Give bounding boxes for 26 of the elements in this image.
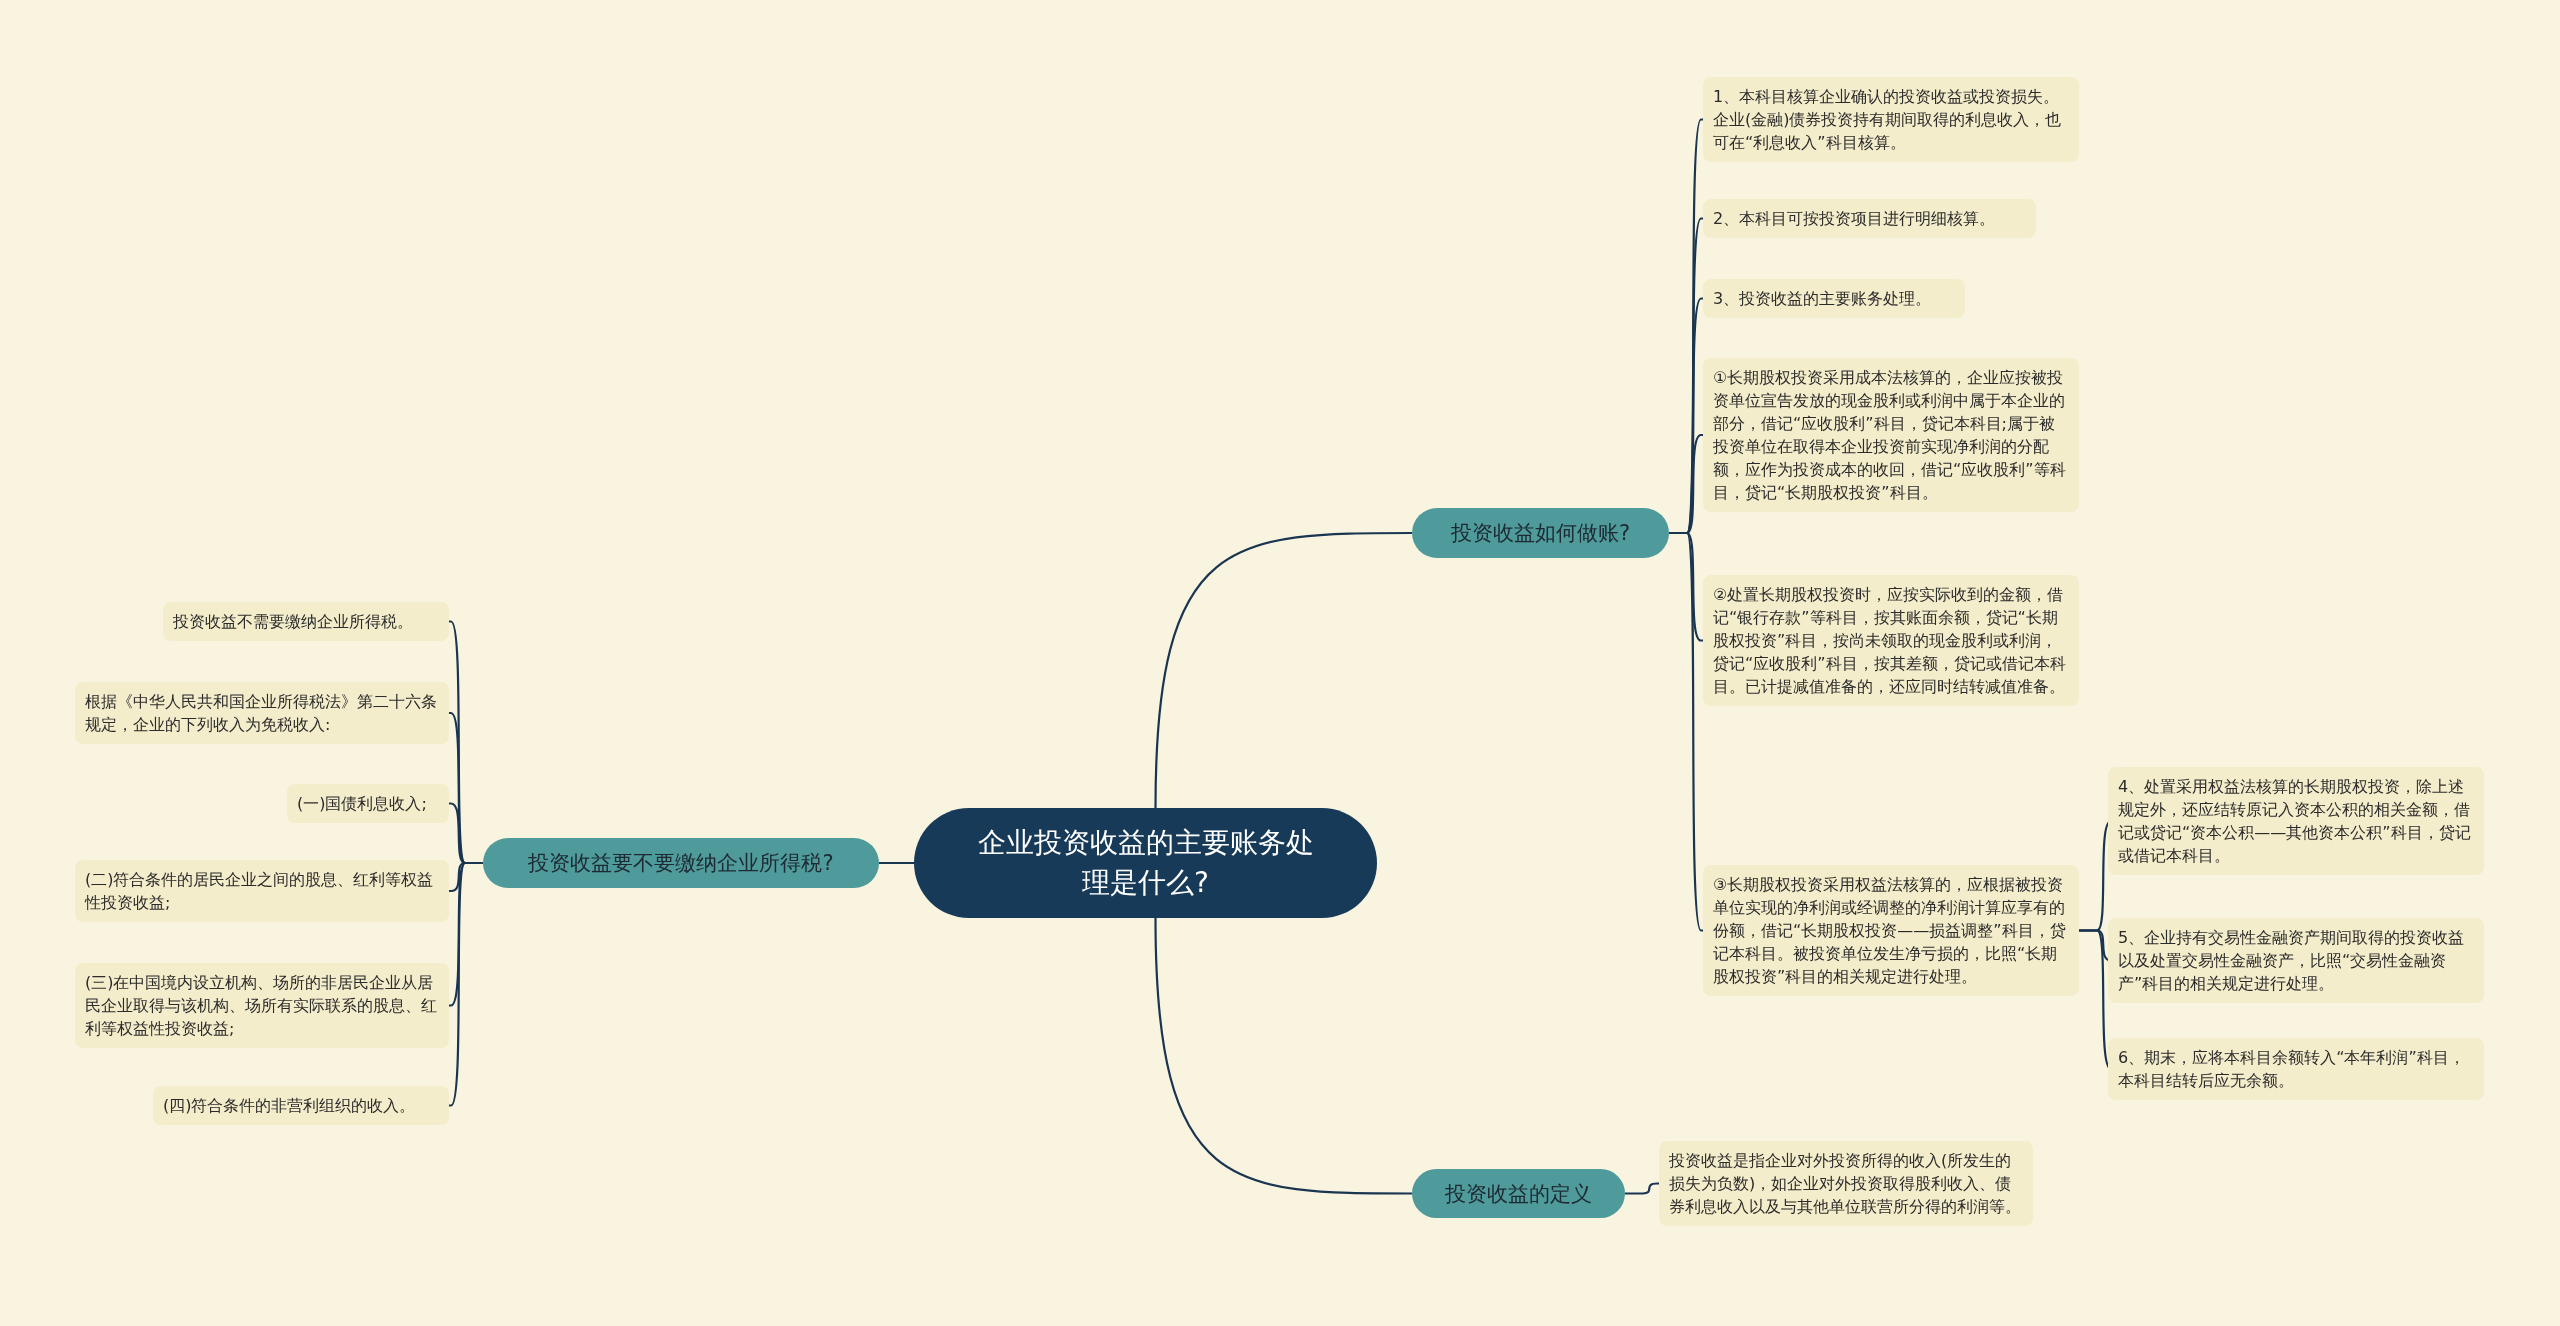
central-topic: 企业投资收益的主要账务处理是什么?	[914, 808, 1377, 918]
text-card: 3、投资收益的主要账务处理。	[1703, 279, 1965, 318]
text-card: (四)符合条件的非营利组织的收入。	[153, 1086, 449, 1125]
text-card: (三)在中国境内设立机构、场所的非居民企业从居民企业取得与该机构、场所有实际联系的股息、红利等权益性投资收益;	[75, 963, 449, 1048]
connector-line	[879, 861, 914, 865]
text-card: ③长期股权投资采用权益法核算的，应根据被投资单位实现的净利润或经调整的净利润计算应享有的份额，借记“长期股权投资——损益调整”科目，贷记本科目。被投资单位发生净亏损的，比照“长期股权投资”科目的相关规定进行处理。	[1703, 865, 2079, 996]
text-card: (一)国债利息收入;	[287, 784, 449, 823]
text-card: ②处置长期股权投资时，应按实际收到的金额，借记“银行存款”等科目，按其账面余额，贷记“长期股权投资”科目，按尚未领取的现金股利或利润，贷记“应收股利”科目，按其差额，贷记或借记本科目。已计提减值准备的，还应同时结转减值准备。	[1703, 575, 2079, 706]
connector-line	[1625, 1182, 1660, 1195]
connector-line	[1154, 917, 1412, 1195]
text-card: 2、本科目可按投资项目进行明细核算。	[1703, 199, 2036, 238]
text-card: 6、期末，应将本科目余额转入“本年利润”科目，本科目结转后应无余额。	[2108, 1038, 2484, 1100]
text-card: (二)符合条件的居民企业之间的股息、红利等权益性投资收益;	[75, 860, 449, 922]
branch-topic: 投资收益如何做账?	[1412, 508, 1669, 558]
text-card: ①长期股权投资采用成本法核算的，企业应按被投资单位宣告发放的现金股利或利润中属于本企业的部分，借记“应收股利”科目，贷记本科目;属于被投资单位在取得本企业投资前实现净利润的分配额，应作为投资成本的收回，借记“应收股利”等科目，贷记“长期股权投资”科目。	[1703, 358, 2079, 512]
connector-line	[1154, 531, 1412, 809]
text-card: 4、处置采用权益法核算的长期股权投资，除上述规定外，还应结转原记入资本公积的相关金额，借记或贷记“资本公积——其他资本公积”科目，贷记或借记本科目。	[2108, 767, 2484, 875]
text-card: 1、本科目核算企业确认的投资收益或投资损失。企业(金融)债券投资持有期间取得的利息收入，也可在“利息收入”科目核算。	[1703, 77, 2079, 162]
text-card: 投资收益不需要缴纳企业所得税。	[163, 602, 449, 641]
connector-line	[1669, 531, 1704, 932]
branch-topic: 投资收益的定义	[1412, 1169, 1625, 1218]
branch-topic: 投资收益要不要缴纳企业所得税?	[483, 838, 879, 888]
text-card: 投资收益是指企业对外投资所得的收入(所发生的损失为负数)，如企业对外投资取得股利收入、债券利息收入以及与其他单位联营所分得的利润等。	[1659, 1141, 2033, 1226]
text-card: 5、企业持有交易性金融资产期间取得的投资收益以及处置交易性金融资产，比照“交易性金融资产”科目的相关规定进行处理。	[2108, 918, 2484, 1003]
text-card: 根据《中华人民共和国企业所得税法》第二十六条规定，企业的下列收入为免税收入:	[75, 682, 449, 744]
connector-line	[448, 861, 483, 1107]
